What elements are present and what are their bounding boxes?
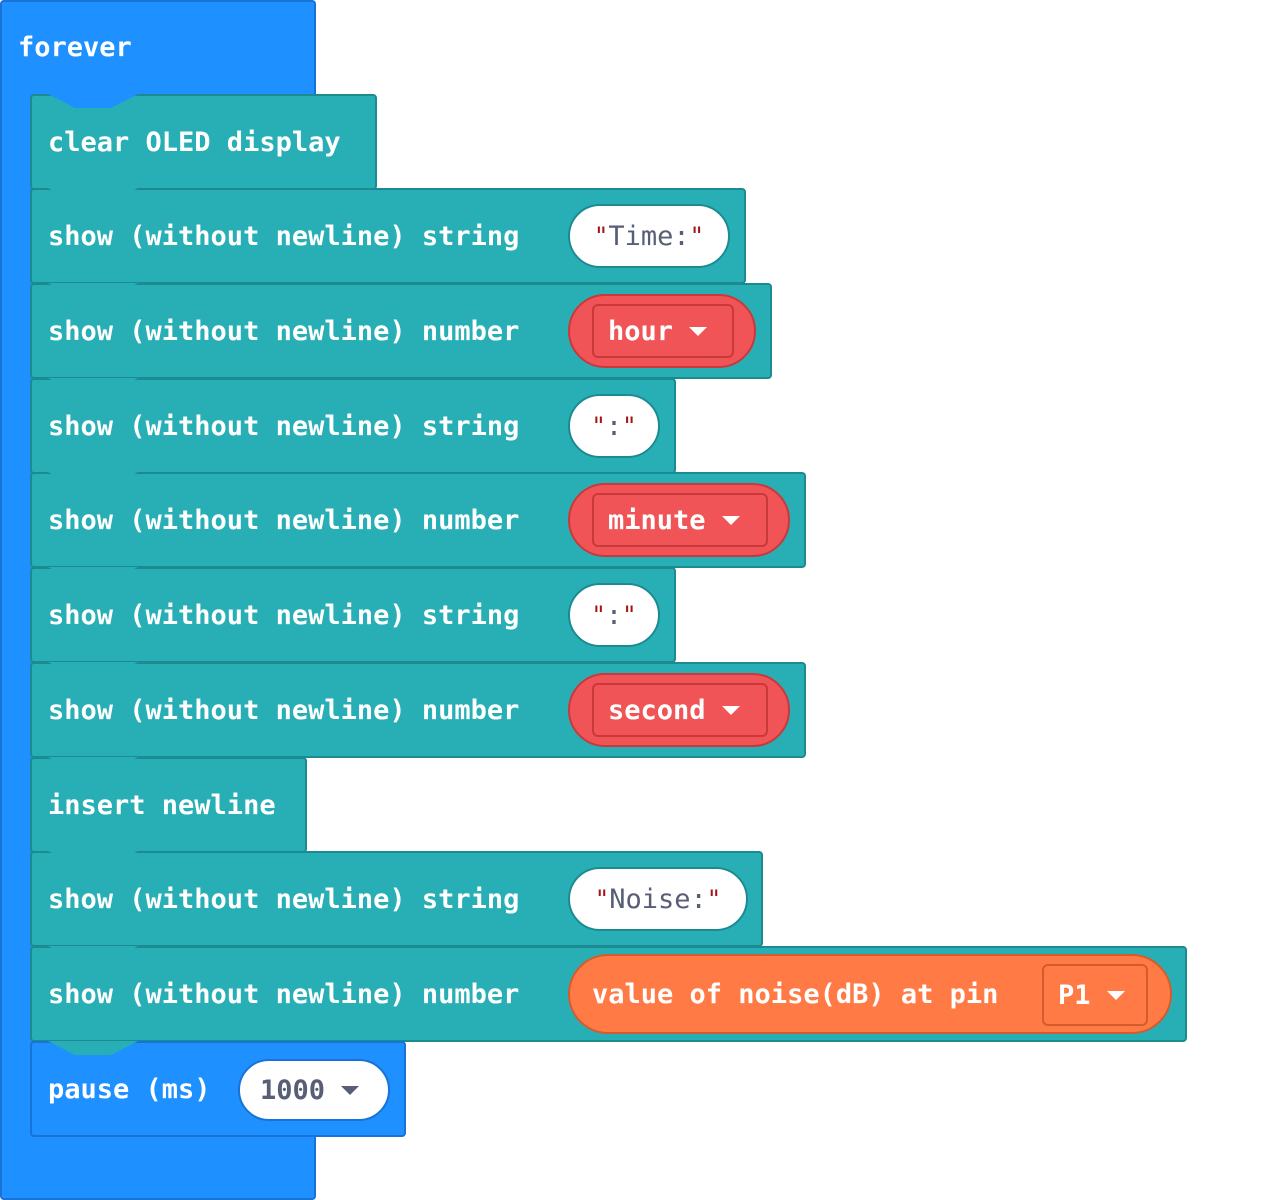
string-value: Noise:: [609, 883, 707, 915]
block-notch: [48, 378, 138, 392]
variable-dropdown[interactable]: minute: [592, 493, 768, 547]
variable-dropdown[interactable]: second: [592, 683, 768, 737]
show-string-block[interactable]: show (without newline) string "Time:": [30, 188, 746, 284]
pause-duration-dropdown[interactable]: 1000: [238, 1059, 390, 1121]
pause-duration-value: 1000: [260, 1074, 326, 1106]
string-input[interactable]: ":": [568, 394, 660, 458]
block-notch: [48, 757, 138, 771]
block-notch: [48, 567, 138, 581]
variable-name: second: [608, 694, 706, 726]
variable-dropdown[interactable]: hour: [592, 304, 734, 358]
dropdown-caret-icon: [721, 515, 740, 525]
clear-oled-block[interactable]: clear OLED display: [30, 94, 377, 190]
variable-reporter[interactable]: second: [568, 673, 790, 747]
block-label: show (without newline) string: [48, 220, 520, 252]
dropdown-caret-icon: [341, 1085, 360, 1095]
block-notch: [48, 1041, 138, 1055]
variable-name: minute: [608, 504, 706, 536]
show-number-block[interactable]: show (without newline) number minute: [30, 472, 806, 568]
insert-newline-block[interactable]: insert newline: [30, 757, 307, 853]
noise-reporter[interactable]: value of noise(dB) at pin P1: [568, 954, 1172, 1034]
forever-block-header[interactable]: forever: [0, 0, 316, 96]
block-label: show (without newline) number: [48, 315, 520, 347]
show-string-block[interactable]: show (without newline) string ":": [30, 567, 676, 663]
variable-reporter[interactable]: minute: [568, 483, 790, 557]
show-number-block[interactable]: show (without newline) number hour: [30, 283, 772, 379]
variable-reporter[interactable]: hour: [568, 294, 756, 368]
dropdown-caret-icon: [689, 326, 708, 336]
string-input[interactable]: ":": [568, 583, 660, 647]
block-notch: [48, 472, 138, 486]
block-notch: [48, 946, 138, 960]
close-quote: ": [689, 222, 705, 250]
pin-value: P1: [1058, 979, 1091, 1011]
open-quote: ": [593, 222, 609, 250]
forever-label: forever: [18, 32, 132, 63]
block-label: show (without newline) string: [48, 883, 520, 915]
close-quote: ": [622, 412, 637, 440]
string-value: :: [605, 410, 623, 442]
forever-block-footer[interactable]: [0, 1136, 316, 1200]
noise-reporter-label: value of noise(dB) at pin: [592, 978, 999, 1010]
dropdown-caret-icon: [1106, 990, 1125, 1000]
string-input[interactable]: "Time:": [568, 204, 730, 268]
show-string-block[interactable]: show (without newline) string "Noise:": [30, 851, 763, 947]
show-number-block[interactable]: show (without newline) number second: [30, 662, 806, 758]
block-label: show (without newline) string: [48, 599, 520, 631]
string-input[interactable]: "Noise:": [568, 867, 748, 931]
close-quote: ": [706, 885, 722, 913]
block-label: clear OLED display: [48, 126, 341, 158]
block-notch: [48, 283, 138, 297]
block-notch: [48, 94, 138, 108]
block-label: show (without newline) number: [48, 504, 520, 536]
open-quote: ": [594, 885, 610, 913]
string-value: :: [605, 599, 623, 631]
pause-label: pause (ms): [48, 1073, 211, 1105]
block-notch: [48, 188, 138, 202]
block-notch: [48, 662, 138, 676]
show-number-block[interactable]: show (without newline) number value of n…: [30, 946, 1187, 1042]
block-label: show (without newline) string: [48, 410, 520, 442]
pause-block[interactable]: pause (ms) 1000: [30, 1041, 406, 1137]
block-label: show (without newline) number: [48, 694, 520, 726]
block-label: insert newline: [48, 789, 276, 821]
forever-block-spine: [0, 90, 32, 1140]
open-quote: ": [591, 412, 606, 440]
block-label: show (without newline) number: [48, 978, 520, 1010]
show-string-block[interactable]: show (without newline) string ":": [30, 378, 676, 474]
block-notch: [48, 851, 138, 865]
pin-dropdown[interactable]: P1: [1042, 964, 1148, 1026]
open-quote: ": [591, 601, 606, 629]
close-quote: ": [622, 601, 637, 629]
variable-name: hour: [608, 315, 674, 347]
dropdown-caret-icon: [721, 705, 740, 715]
string-value: Time:: [608, 220, 690, 252]
